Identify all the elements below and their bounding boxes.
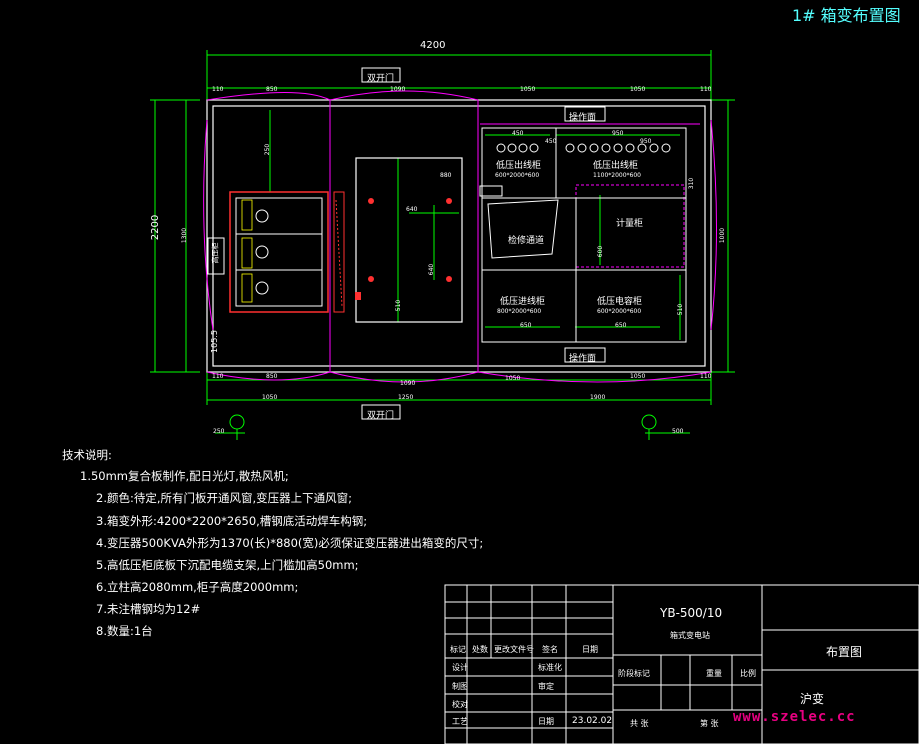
dim-top-5: 1050 (630, 86, 646, 93)
dim-bot-3: 1090 (400, 380, 416, 387)
hv-cabinet (207, 191, 345, 313)
sig-date: 日期 (538, 717, 554, 726)
sig-standard: 标准化 (538, 663, 562, 672)
lv-in-size: 800*2000*600 (497, 308, 542, 315)
drawing-title: 1# 箱变布置图 (792, 6, 901, 25)
dim-right-4: 510 (677, 303, 685, 316)
dim-top-4: 1050 (520, 86, 536, 93)
note-item: 7.未注槽钢均为12# (96, 602, 201, 616)
dim-small-6: 500 (672, 428, 684, 435)
dim-bot-2: 850 (266, 373, 278, 380)
dim-bot-1: 110 (212, 373, 224, 380)
dim-right-3: 600 (597, 245, 605, 258)
watermark: www.szelec.cc (733, 709, 856, 725)
dim-small-3: 650 (520, 322, 532, 329)
rev-label-count: 处数 (472, 645, 488, 654)
model-sub-label: 箱式变电站 (670, 631, 710, 640)
sig-craft: 工艺 (452, 717, 468, 726)
stage-weight: 重量 (706, 669, 722, 678)
dim-top-2: 850 (266, 86, 278, 93)
dim-mid-1: 880 (440, 172, 452, 179)
stage-mark: 阶段标记 (618, 669, 650, 678)
sig-approve: 审定 (538, 682, 554, 691)
dim-small-2: 950 (640, 138, 652, 145)
note-item: 5.高低压柜底板下沉配电缆支架,上门槛加高50mm; (96, 558, 359, 572)
lv-out-1-size: 600*2000*600 (495, 172, 540, 179)
dim-bot-6: 110 (700, 373, 712, 380)
stage-scale: 比例 (740, 669, 756, 678)
note-item: 8.数量:1台 (96, 624, 153, 638)
enclosure (206, 99, 712, 373)
dim-mid-5: 1000 (719, 227, 727, 244)
dim-long-1: 1050 (262, 394, 278, 401)
dim-right-1: 450 (512, 130, 524, 137)
left-offset-label: 105.5 (209, 330, 219, 353)
dim-top-6: 110 (700, 86, 712, 93)
note-item: 6.立柱高2080mm,柜子高度2000mm; (96, 580, 299, 594)
lv-cabinets (479, 127, 687, 343)
overall-height-label: 2200 (150, 214, 162, 241)
dim-bot-4: 1050 (505, 375, 521, 382)
lv-out-1-label: 低压出线柜 (496, 161, 542, 171)
sheet-name: 布置图 (826, 645, 863, 659)
sig-check: 校对 (452, 700, 468, 709)
notes-heading: 技术说明: (62, 448, 112, 462)
drawing-date: 23.02.02 (572, 716, 613, 726)
sig-design: 设计 (452, 663, 468, 672)
dim-right-5: 310 (688, 177, 696, 190)
note-item: 1.50mm复合板制作,配日光灯,散热风机; (80, 469, 289, 483)
capacitor-label: 低压电容柜 (597, 297, 643, 307)
operation-top-label: 操作面 (569, 113, 597, 123)
note-item: 4.变压器500KVA外形为1370(长)*880(宽)必须保证变压器进出箱变的… (96, 536, 484, 550)
dim-right-2: 950 (612, 130, 624, 137)
dim-top-1: 110 (212, 86, 224, 93)
model-label: YB-500/10 (660, 606, 723, 620)
rev-label-mark: 标记 (450, 645, 466, 654)
dim-mid-2: 640 (406, 206, 418, 213)
transformer (355, 157, 463, 323)
capacitor-size: 600*2000*600 (597, 308, 642, 315)
dim-left-1: 250 (264, 143, 272, 156)
note-item: 3.箱变外形:4200*2200*2650,槽钢底活动焊车构钢; (96, 514, 368, 528)
door-swings (203, 90, 717, 383)
rev-label-file: 更改文件号 (494, 645, 534, 654)
dim-left-2: 1300 (181, 227, 189, 244)
sheet-total: 共 张 (630, 719, 649, 728)
dim-mid-4: 510 (395, 299, 403, 312)
title-block-grid (444, 584, 919, 744)
door-top-label: 双开门 (367, 74, 395, 84)
lv-in-label: 低压进线柜 (500, 297, 546, 307)
meter-cabinet-label: 计量柜 (616, 219, 644, 229)
rev-label-date: 日期 (582, 645, 598, 654)
anchor-points (229, 414, 657, 440)
dim-bot-5: 1050 (630, 373, 646, 380)
rev-label-sign: 签名 (542, 645, 558, 654)
operation-labels (361, 67, 606, 420)
maint-passage-label: 检修通道 (508, 236, 545, 246)
note-item: 2.颜色:待定,所有门板开通风窗,变压器上下通风窗; (96, 491, 353, 505)
hv-cabinet-label: 高压柜 (211, 242, 220, 264)
dim-small-4: 650 (615, 322, 627, 329)
dim-long-3: 1900 (590, 394, 606, 401)
operation-bottom-label: 操作面 (569, 354, 597, 364)
lv-out-2-label: 低压出线柜 (593, 161, 639, 171)
overall-width-label: 4200 (420, 40, 446, 51)
lv-out-2-size: 1100*2000*600 (593, 172, 641, 179)
dim-small-5: 250 (213, 428, 225, 435)
door-bottom-label: 双开门 (367, 411, 395, 421)
dim-mid-3: 640 (428, 263, 436, 276)
dim-small-1: 450 (545, 138, 557, 145)
dimension-lines (150, 50, 735, 434)
dim-long-2: 1250 (398, 394, 414, 401)
sheet-number: 第 张 (700, 719, 719, 728)
dim-top-3: 1090 (390, 86, 406, 93)
company-name: 沪变 (800, 692, 825, 706)
sig-draw: 制图 (452, 682, 468, 691)
